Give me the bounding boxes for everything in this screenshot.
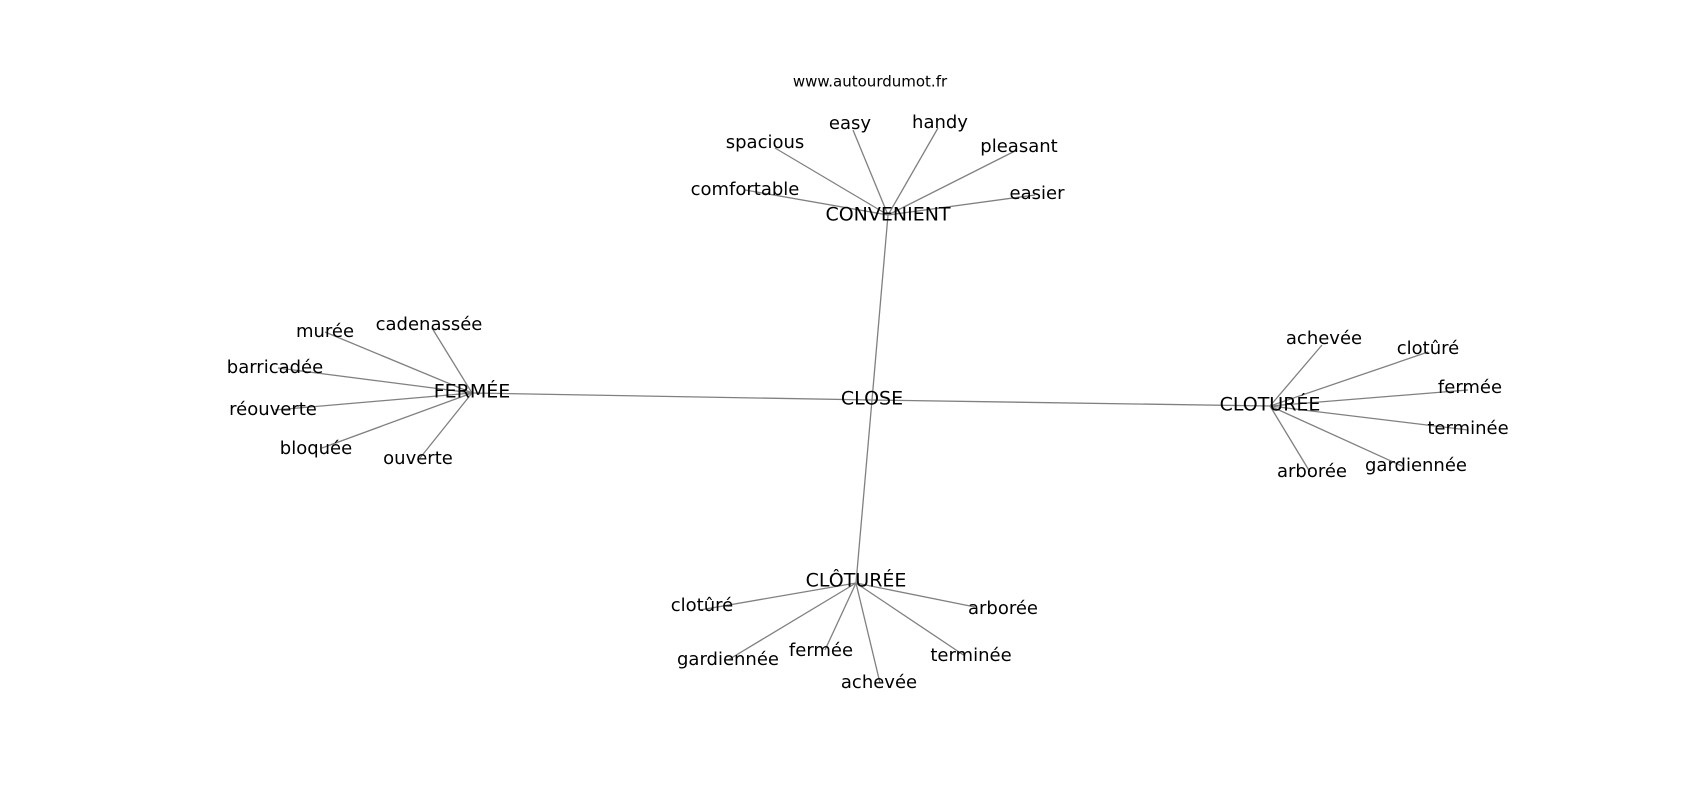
edge-convenient-handy [887,127,939,216]
edge-cloturee-gardiennee [1269,405,1403,467]
edge-close-cloturee-circ [855,399,873,584]
edge-cloturee-terminee [1269,405,1469,431]
node-leaf-cadenassee: cadenassée [376,314,483,335]
node-leaf-cloture: clotûré [1397,338,1459,359]
edges [274,127,1469,684]
node-leaf-terminee: terminée [930,645,1011,666]
node-leaf-muree: murée [296,321,354,342]
edge-fermee-muree [324,331,473,394]
node-leaf-comfortable: comfortable [691,179,800,200]
node-leaf-terminee: terminée [1427,418,1508,439]
edge-convenient-easier [887,194,1036,216]
edge-close-cloturee [871,399,1271,407]
edge-cloturee-cloture [1269,351,1429,407]
edge-fermee-barricadee [277,367,473,394]
node-leaf-reouverte: réouverte [229,399,317,420]
node-leaf-easier: easier [1010,183,1066,204]
edge-cloturee-circ-fermee [824,582,857,651]
node-leaf-cloture: clotûré [671,595,733,616]
edge-fermee-ouverte [419,392,473,459]
edge-fermee-bloquee [321,392,473,449]
edge-close-fermee [471,392,873,401]
node-leaf-fermee: fermée [1438,377,1502,398]
node-hub-fermee: FERMÉE [434,380,511,403]
node-leaf-easy: easy [829,113,871,134]
node-leaf-gardiennee: gardiennée [1365,455,1467,476]
edge-cloturee-circ-achevee [855,582,881,684]
node-hub-cloturee-circ: CLÔTURÉE [806,568,907,592]
edge-convenient-easy [852,129,889,216]
edge-cloturee-circ-terminee [855,582,966,657]
node-leaf-bloquee: bloquée [280,438,352,459]
edge-cloturee-arboree [1269,405,1311,473]
node-leaf-gardiennee: gardiennée [677,649,779,670]
node-leaf-ouverte: ouverte [383,448,453,469]
node-leaf-arboree: arborée [1277,461,1347,482]
edge-convenient-spacious [774,147,889,216]
labels: www.autourdumot.fr CLOSE CONVENIENT comf… [227,73,1509,694]
edge-cloturee-circ-gardiennee [727,582,857,661]
edge-cloturee-fermee [1269,389,1469,407]
node-leaf-pleasant: pleasant [980,136,1057,157]
node-leaf-fermee: fermée [789,640,853,661]
node-leaf-arboree: arborée [968,598,1038,619]
site-watermark: www.autourdumot.fr [793,73,948,91]
node-leaf-barricadee: barricadée [227,357,323,378]
node-leaf-achevee: achevée [841,672,917,693]
edge-cloturee-circ-arboree [855,582,976,608]
node-leaf-achevee: achevée [1286,328,1362,349]
edge-convenient-pleasant [887,149,1018,216]
edge-fermee-reouverte [274,392,473,411]
edge-close-convenient [871,214,889,401]
edge-cloturee-achevee [1269,344,1323,407]
node-hub-cloturee: CLOTURÉE [1220,393,1321,416]
node-leaf-handy: handy [912,112,968,133]
node-hub-convenient: CONVENIENT [825,204,950,226]
node-center: CLOSE [841,388,903,410]
edge-convenient-comfortable [744,189,889,216]
edge-fermee-cadenassee [431,327,473,394]
node-leaf-spacious: spacious [726,132,805,153]
edge-cloturee-circ-cloture [699,582,857,611]
